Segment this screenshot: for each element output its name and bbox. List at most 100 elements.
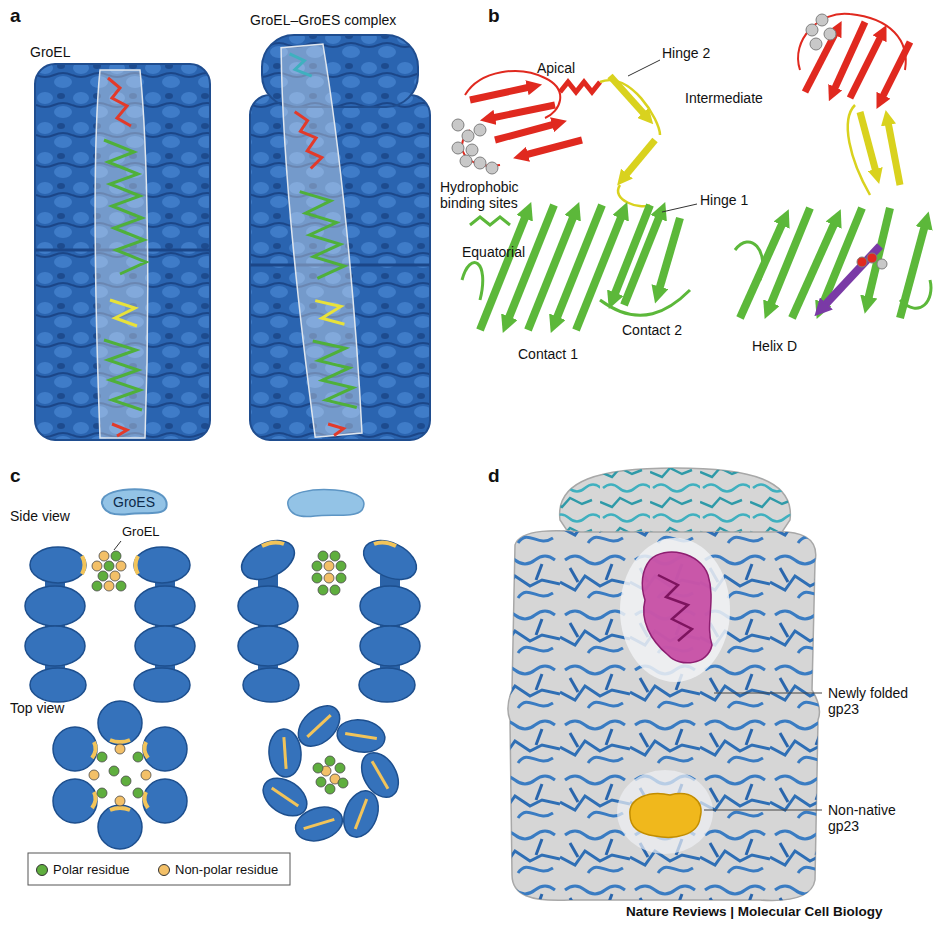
ellipse-shape — [25, 626, 85, 666]
circle-shape — [810, 38, 822, 50]
ellipse-shape — [360, 586, 420, 626]
circle-shape — [474, 157, 486, 169]
line-shape — [470, 87, 530, 100]
structure-label: GroEL — [122, 524, 160, 540]
path-shape — [658, 575, 692, 641]
line-shape — [628, 60, 660, 76]
ellipse-shape — [291, 698, 348, 754]
path-shape — [276, 43, 365, 437]
circle-shape — [806, 24, 818, 36]
line-shape — [272, 788, 299, 806]
line-shape — [850, 36, 881, 98]
circle-shape — [143, 779, 187, 823]
line-shape — [805, 32, 836, 92]
view-label: Top view — [10, 700, 64, 716]
path-shape — [288, 490, 364, 517]
path-shape — [300, 188, 346, 279]
structure-label: GroEL–GroES complex — [250, 12, 396, 28]
circle-shape — [312, 561, 322, 571]
journal-credit: Nature Reviews | Molecular Cell Biology — [626, 904, 883, 920]
ellipse-shape — [335, 716, 387, 755]
ellipse-shape — [243, 668, 299, 702]
hydrophobic-patch — [272, 715, 388, 829]
substrate-residues — [92, 551, 346, 595]
line-shape — [824, 246, 880, 306]
path-shape — [144, 742, 148, 758]
circle-shape — [474, 124, 486, 136]
domain-label: Hinge 2 — [662, 45, 710, 61]
path-shape — [560, 82, 600, 92]
path-shape — [262, 542, 284, 546]
circle-shape — [115, 744, 125, 754]
ellipse-shape — [134, 547, 190, 583]
circle-shape — [98, 701, 142, 745]
ellipse-shape — [359, 668, 415, 702]
path-shape — [798, 14, 906, 70]
rect-shape — [35, 64, 210, 440]
groel-top-view — [256, 698, 406, 846]
groel-top-view — [53, 701, 187, 849]
path-shape — [110, 808, 130, 810]
ellipse-shape — [134, 668, 190, 702]
panel-letter: d — [488, 466, 500, 486]
circle-shape — [336, 573, 346, 583]
path-shape — [92, 742, 96, 758]
ellipse-shape — [238, 586, 298, 626]
circle-shape — [99, 551, 109, 561]
g-shape — [276, 43, 365, 437]
path-shape — [560, 468, 791, 535]
leader-line — [628, 60, 697, 212]
circle-shape — [98, 805, 142, 849]
circle-shape — [98, 571, 108, 581]
ellipse-shape — [135, 586, 195, 626]
circle-shape — [338, 778, 348, 788]
path-shape — [82, 556, 85, 574]
groes-blob — [288, 490, 364, 517]
circle-shape — [121, 776, 131, 786]
path-shape — [600, 80, 660, 206]
path-shape — [735, 242, 931, 308]
legend-box — [28, 853, 290, 885]
legend-swatch — [36, 864, 48, 876]
circle-shape — [318, 585, 328, 595]
line-shape — [284, 737, 286, 769]
ellipse-shape — [360, 626, 420, 666]
circle-shape — [53, 779, 97, 823]
path-shape — [508, 531, 820, 901]
circle-shape — [115, 796, 125, 806]
circle-shape — [486, 162, 498, 174]
line-shape — [528, 215, 574, 330]
path-shape — [560, 468, 791, 535]
ellipse-shape — [620, 538, 730, 682]
line-shape — [882, 42, 910, 98]
path-shape — [110, 300, 137, 326]
line-shape — [304, 819, 335, 828]
circle-shape — [316, 777, 326, 787]
callout-label: Newly folded gp23 — [828, 685, 928, 717]
path-shape — [313, 338, 357, 411]
panel-letter: a — [10, 6, 21, 26]
circle-shape — [104, 581, 114, 591]
path-shape — [295, 110, 323, 170]
line-shape — [888, 122, 900, 185]
subunit-ribbon — [735, 14, 931, 318]
view-label: Side view — [10, 508, 70, 524]
circle-shape — [824, 28, 836, 40]
ellipse-shape — [357, 533, 422, 587]
legend-swatch — [158, 864, 170, 876]
domain-label: Apical — [537, 60, 575, 76]
circle-shape — [460, 155, 472, 167]
path-shape — [328, 423, 344, 436]
path-shape — [92, 792, 96, 808]
hydrophobic-patch — [92, 740, 148, 810]
circle-shape — [816, 14, 828, 26]
circle-shape — [97, 788, 107, 798]
path-shape — [95, 70, 148, 438]
leader-line — [704, 693, 822, 810]
circle-shape — [452, 119, 464, 131]
path-shape — [374, 542, 396, 546]
line-shape — [860, 112, 876, 172]
circle-shape — [313, 763, 323, 773]
circle-shape — [330, 585, 340, 595]
